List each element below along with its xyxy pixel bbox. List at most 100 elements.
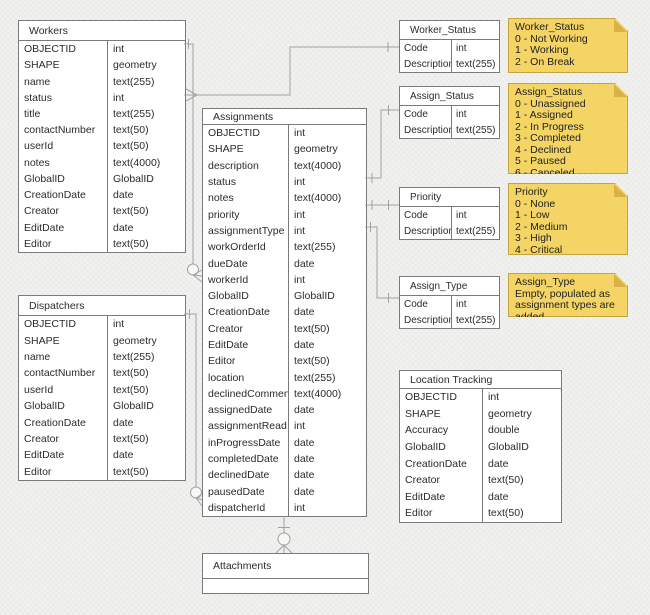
field-name: EditDate — [208, 339, 249, 351]
field-type: int — [288, 499, 366, 517]
entity-title: Priority — [400, 188, 499, 207]
entity-title: Assign_Status — [400, 87, 499, 106]
note-line: 6 - Canceled — [515, 166, 575, 179]
field-type: geometry — [107, 332, 185, 349]
field-type: text(255) — [107, 348, 185, 366]
field-name: SHAPE — [24, 59, 60, 72]
note-line: 4 - Declined — [515, 143, 572, 156]
field-type: text(4000) — [288, 385, 366, 403]
crow-foot-workerid — [192, 269, 203, 283]
field-name: dueDate — [208, 257, 248, 270]
field-type: int — [451, 296, 499, 312]
note-title: Priority — [515, 186, 548, 198]
field-type: text(255) — [107, 73, 185, 90]
field-name: CreationDate — [405, 457, 467, 470]
note-line: 0 - Not Working — [515, 32, 588, 45]
entity-title: Assign_Type — [400, 277, 499, 296]
zero-circle-workerid — [187, 263, 199, 276]
field-name: priority — [208, 208, 240, 221]
crow-foot-attachments — [275, 544, 293, 554]
field-name: Editor — [405, 507, 433, 520]
field-type: date — [288, 402, 366, 419]
field-type: int — [451, 207, 499, 223]
entity-title: Attachments — [203, 554, 368, 579]
entity-title: Assignments — [203, 109, 366, 125]
field-name: Code — [404, 108, 428, 120]
field-name: dispatcherId — [208, 501, 266, 514]
field-type: date — [107, 186, 185, 204]
field-name: Description — [404, 314, 451, 326]
field-type: int — [107, 89, 185, 106]
field-name: status — [208, 176, 237, 189]
field-name: status — [24, 91, 53, 104]
field-type: date — [107, 219, 185, 236]
field-name: Code — [404, 298, 428, 310]
field-name: notes — [208, 192, 234, 205]
field-name: assignmentType — [208, 224, 285, 237]
note-line: 2 - On Break — [515, 55, 575, 68]
field-name: notes — [24, 156, 50, 169]
field-type: text(50) — [107, 138, 185, 155]
field-name: OBJECTID — [24, 318, 76, 331]
field-name: location — [208, 371, 245, 384]
field-name: pausedDate — [208, 485, 265, 498]
zero-circle-attachments — [277, 532, 291, 546]
field-type: text(50) — [288, 320, 366, 337]
entity-fields — [203, 579, 368, 593]
field-type: date — [288, 336, 366, 354]
note-line: 3 - Completed — [515, 132, 581, 144]
field-name: name — [24, 75, 51, 88]
field-name: CreationDate — [208, 306, 270, 319]
field-name: OBJECTID — [405, 391, 457, 404]
field-type: int — [288, 222, 366, 240]
field-type: geometry — [482, 405, 561, 423]
field-type: int — [288, 206, 366, 223]
field-type: int — [288, 418, 366, 435]
field-name: userId — [24, 140, 54, 153]
field-name: EditDate — [24, 221, 65, 234]
connector-assignments-assign-type — [365, 226, 399, 299]
note-fold-corner — [614, 274, 627, 287]
field-name: GlobalID — [24, 400, 65, 413]
field-name: inProgressDate — [208, 436, 281, 449]
field-type: text(50) — [107, 430, 185, 448]
note-line: 1 - Low — [515, 209, 550, 221]
field-type: GlobalID — [288, 287, 366, 305]
connector-workers-worker-status — [184, 46, 399, 96]
field-name: userId — [24, 383, 54, 396]
note-line: 2 - In Progress — [515, 120, 584, 133]
field-type: text(50) — [107, 463, 185, 480]
entity-title: Location Tracking — [400, 371, 561, 389]
note-line: 2 - Medium — [515, 220, 568, 233]
